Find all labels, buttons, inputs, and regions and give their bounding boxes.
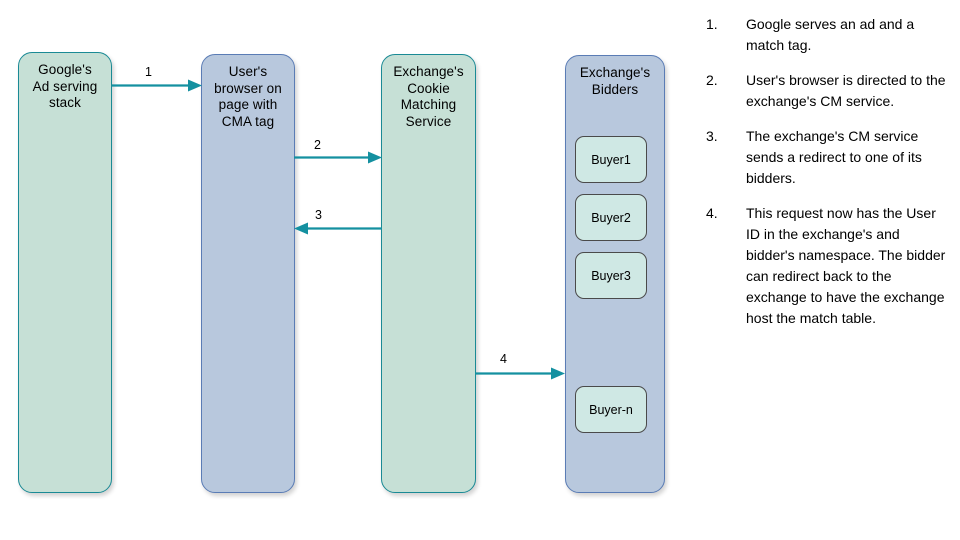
node-label-user-browser: User's browser on page with CMA tag [214, 64, 282, 129]
node-user-browser: User's browser on page with CMA tag [201, 54, 295, 493]
step-item-1: 1. Google serves an ad and a match tag. [706, 14, 952, 56]
buyer-label-2: Buyer2 [591, 210, 631, 225]
node-cookie-matching-service: Exchange's Cookie Matching Service [381, 54, 476, 493]
buyer-label-1: Buyer1 [591, 152, 631, 167]
buyer-box-n: Buyer-n [575, 386, 647, 433]
step-text-4: This request now has the User ID in the … [746, 205, 946, 326]
arrow-2 [294, 150, 386, 164]
step-text-3: The exchange's CM service sends a redire… [746, 128, 922, 186]
arrow-1 [112, 78, 204, 92]
node-label-google-ad-serving-stack: Google's Ad serving stack [32, 62, 98, 110]
arrow-label-4: 4 [500, 352, 507, 366]
step-text-2: User's browser is directed to the exchan… [746, 72, 946, 109]
node-google-ad-serving-stack: Google's Ad serving stack [18, 52, 112, 493]
buyer-box-1: Buyer1 [575, 136, 647, 183]
arrow-3 [292, 221, 384, 235]
buyer-label-n: Buyer-n [589, 402, 633, 417]
step-number-4: 4. [706, 205, 718, 221]
buyer-box-2: Buyer2 [575, 194, 647, 241]
arrow-label-1: 1 [145, 65, 152, 79]
arrow-label-2: 2 [314, 138, 321, 152]
arrow-4 [475, 366, 569, 380]
node-label-exchange-bidders: Exchange's Bidders [579, 65, 651, 97]
step-item-2: 2. User's browser is directed to the exc… [706, 70, 952, 112]
step-number-1: 1. [706, 16, 718, 32]
node-label-cookie-matching-service: Exchange's Cookie Matching Service [393, 64, 464, 129]
buyer-box-3: Buyer3 [575, 252, 647, 299]
step-item-3: 3. The exchange's CM service sends a red… [706, 126, 952, 189]
steps-list: 1. Google serves an ad and a match tag. … [706, 14, 952, 343]
step-number-2: 2. [706, 72, 718, 88]
arrow-label-3: 3 [315, 208, 322, 222]
buyer-label-3: Buyer3 [591, 268, 631, 283]
step-text-1: Google serves an ad and a match tag. [746, 16, 915, 53]
step-number-3: 3. [706, 128, 718, 144]
step-item-4: 4. This request now has the User ID in t… [706, 203, 952, 329]
